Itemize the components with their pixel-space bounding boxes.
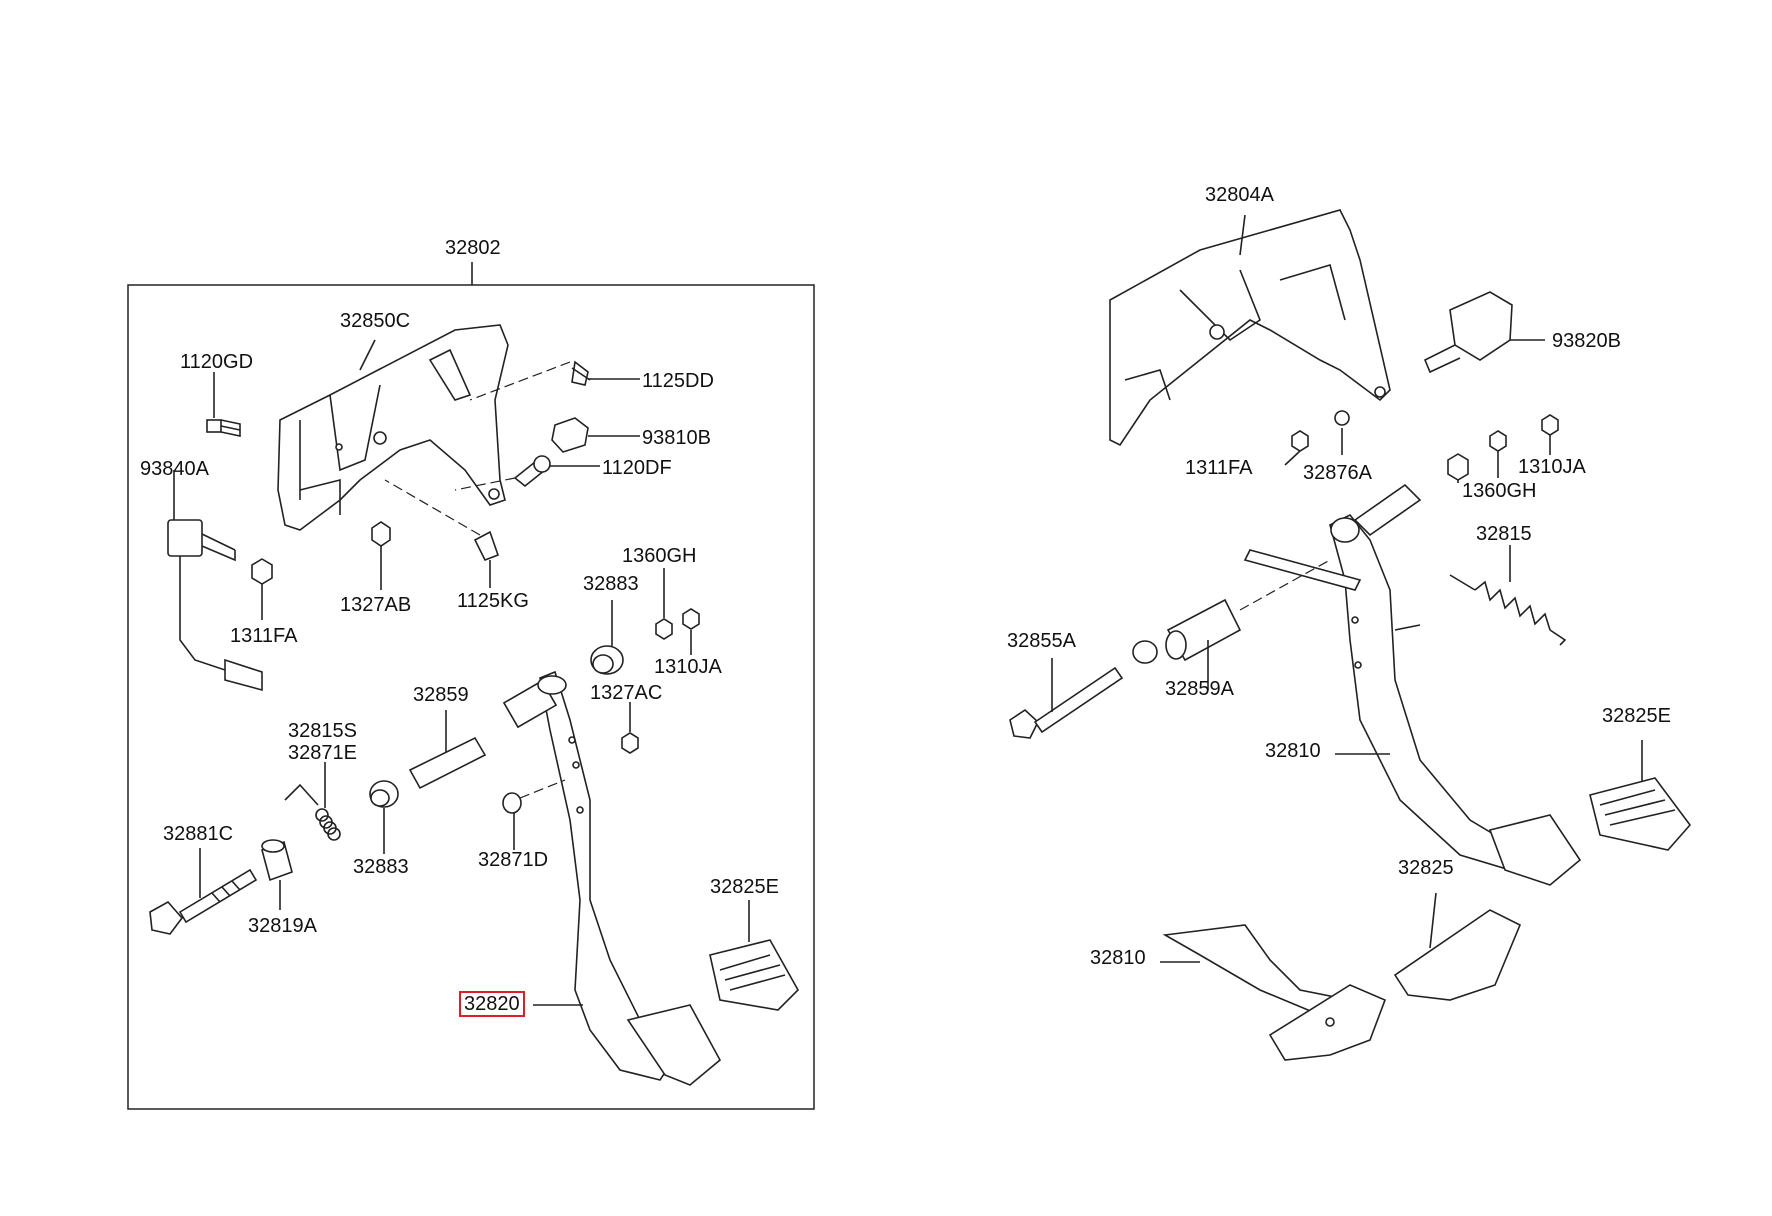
- pin-32859: [408, 710, 487, 790]
- spring-32815s: [284, 762, 341, 841]
- nut-1327ac: [621, 702, 639, 754]
- bushing-32871d: [502, 779, 566, 850]
- bolt-1125kg: [384, 479, 500, 588]
- nut-1360gh-left: [655, 568, 673, 640]
- nut-1311fa-right: [1284, 430, 1309, 466]
- pedal-32810: [1243, 483, 1582, 886]
- label-32819a[interactable]: 32819A: [248, 915, 317, 937]
- label-32881c[interactable]: 32881C: [163, 823, 234, 845]
- bushing-32883-upper: [590, 600, 624, 675]
- nut-1360gh-right: [1447, 453, 1469, 483]
- bolt-1125dd: [469, 360, 640, 401]
- label-32876a[interactable]: 32876A: [1303, 462, 1372, 484]
- bushing-32819a: [261, 839, 293, 910]
- nut-1310ja-right: [1489, 430, 1507, 478]
- label-32871d[interactable]: 32871D: [478, 849, 549, 871]
- stopper-93810b: [551, 417, 640, 453]
- bolt-1120df: [454, 455, 600, 491]
- bushing-32859a-small: [1132, 640, 1158, 664]
- bushing-32883-lower: [369, 780, 399, 854]
- label-32815[interactable]: 32815: [1476, 523, 1532, 545]
- nut-1310ja-left: [682, 608, 700, 655]
- label-1120gd[interactable]: 1120GD: [180, 351, 254, 373]
- label-32820-highlighted[interactable]: 32820: [459, 991, 525, 1017]
- label-1311fa-left[interactable]: 1311FA: [230, 625, 298, 647]
- label-32802[interactable]: 32802: [445, 237, 501, 259]
- switch-93820b: [1423, 291, 1545, 374]
- label-32810-lower[interactable]: 32810: [1090, 947, 1146, 969]
- label-32825e-right[interactable]: 32825E: [1602, 705, 1671, 727]
- label-1327ab[interactable]: 1327AB: [340, 594, 412, 616]
- label-1327ac[interactable]: 1327AC: [590, 682, 663, 704]
- pad-32825e-left: [709, 900, 799, 1011]
- label-1125dd[interactable]: 1125DD: [642, 370, 714, 392]
- label-93820b[interactable]: 93820B: [1552, 330, 1621, 352]
- label-1120df[interactable]: 1120DF: [602, 457, 672, 479]
- assembly-frame: [127, 284, 815, 1110]
- label-32871e[interactable]: 32871E: [288, 742, 357, 764]
- pin-32859a: [1165, 559, 1331, 690]
- bolt-32881c: [149, 848, 258, 935]
- label-93810b[interactable]: 93810B: [642, 427, 711, 449]
- label-32810-upper[interactable]: 32810: [1265, 740, 1321, 762]
- label-1125kg[interactable]: 1125KG: [457, 590, 529, 612]
- nut-1310ja-far-right: [1541, 414, 1559, 455]
- pedal-32810-lower: [1160, 924, 1387, 1061]
- label-1360gh-right[interactable]: 1360GH: [1462, 480, 1537, 502]
- pedal-32820: [502, 670, 722, 1086]
- label-32859[interactable]: 32859: [413, 684, 469, 706]
- label-93840a[interactable]: 93840A: [140, 458, 209, 480]
- label-1360gh-left[interactable]: 1360GH: [622, 545, 697, 567]
- label-1311fa-right[interactable]: 1311FA: [1185, 457, 1253, 479]
- nut-1311fa-left: [251, 558, 273, 620]
- bracket-32850c: [277, 324, 509, 531]
- spring-32815: [1449, 545, 1567, 646]
- bolt-32855a: [1009, 658, 1124, 739]
- label-32850c[interactable]: 32850C: [340, 310, 411, 332]
- pad-32825: [1393, 892, 1522, 1001]
- nut-1327ab: [371, 521, 391, 590]
- label-32825[interactable]: 32825: [1398, 857, 1454, 879]
- label-32859a[interactable]: 32859A: [1165, 678, 1234, 700]
- bracket-32804a: [1109, 209, 1391, 447]
- switch-93840a: [167, 470, 263, 692]
- label-32883-upper[interactable]: 32883: [583, 573, 639, 595]
- label-32855a[interactable]: 32855A: [1007, 630, 1076, 652]
- label-32825e-left[interactable]: 32825E: [710, 876, 779, 898]
- label-32804a[interactable]: 32804A: [1205, 184, 1274, 206]
- label-32815s[interactable]: 32815S: [288, 720, 357, 742]
- label-1310ja-left[interactable]: 1310JA: [654, 656, 722, 678]
- pin-32876a: [1334, 410, 1350, 455]
- bolt-1120gd: [206, 372, 241, 437]
- label-1310ja-right[interactable]: 1310JA: [1518, 456, 1586, 478]
- pad-32825e-right: [1589, 740, 1692, 851]
- label-32883-lower[interactable]: 32883: [353, 856, 409, 878]
